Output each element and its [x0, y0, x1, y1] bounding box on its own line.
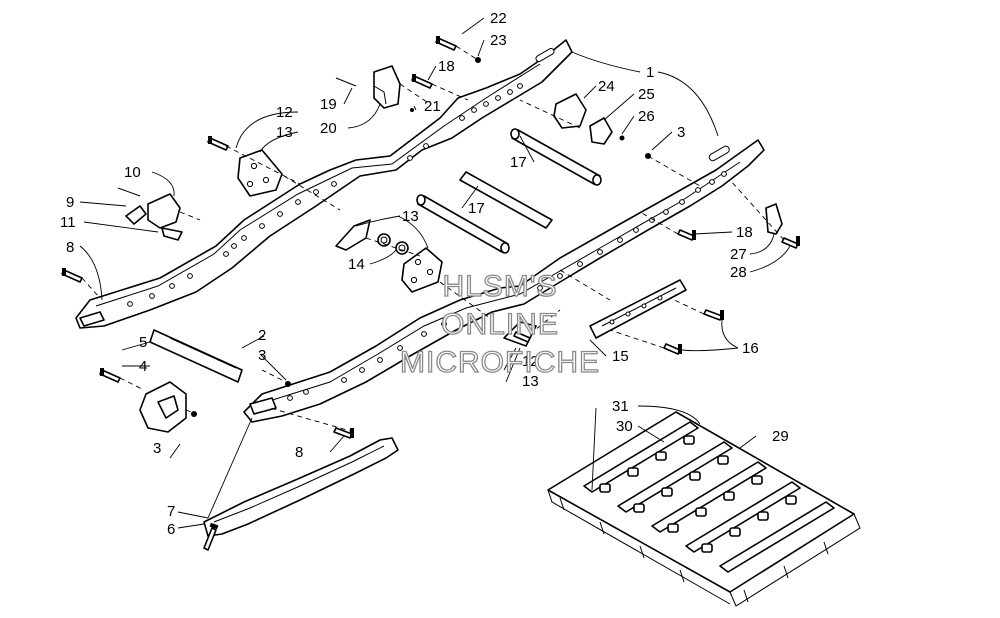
callout-29: 29 — [772, 428, 789, 445]
callout-26: 26 — [638, 108, 655, 125]
callout-28: 28 — [730, 264, 747, 281]
plate-holes — [609, 295, 663, 325]
track-clips — [599, 435, 797, 553]
callout-17-rear: 17 — [510, 154, 527, 171]
callout-19: 19 — [320, 96, 337, 113]
cross-shaft-mid — [459, 171, 553, 229]
cross-shaft-front — [416, 194, 510, 254]
watermark-line-3: MICROFICHE — [400, 346, 600, 379]
callout-labels: 1 2 3 3 3 4 5 6 7 8 8 9 10 11 12 12 13 1… — [60, 10, 789, 538]
callout-13-center: 13 — [402, 208, 419, 225]
callout-16: 16 — [742, 340, 759, 357]
rear-mounting-plate — [589, 279, 687, 339]
upper-bumper-block — [373, 65, 401, 109]
callout-20: 20 — [320, 120, 337, 137]
track-cleats — [583, 421, 835, 573]
callout-8-left: 8 — [66, 239, 74, 256]
callout-2: 2 — [258, 327, 266, 344]
callout-17-front: 17 — [468, 200, 485, 217]
spacer-bushings — [377, 233, 409, 255]
callout-11: 11 — [60, 214, 76, 231]
callout-12-upper: 12 — [276, 104, 293, 121]
end-bracket — [765, 203, 783, 235]
front-bumper-block — [125, 193, 183, 241]
callout-21: 21 — [424, 98, 441, 115]
callout-8-right: 8 — [295, 444, 303, 461]
callout-12-lower: 12 — [522, 353, 539, 370]
callout-6: 6 — [167, 521, 175, 538]
callout-23: 23 — [490, 32, 507, 49]
callout-31: 31 — [612, 398, 629, 415]
callout-9: 9 — [66, 194, 74, 211]
callout-24: 24 — [598, 78, 615, 95]
track-section — [547, 411, 861, 607]
callout-7: 7 — [167, 503, 175, 520]
front-cross-bar — [149, 329, 243, 383]
rail-right-holes — [287, 171, 727, 401]
callout-30: 30 — [616, 418, 633, 435]
callout-3-front-nut: 3 — [258, 347, 266, 364]
rail-right — [243, 139, 765, 423]
callout-18-upper: 18 — [438, 58, 455, 75]
watermark: HLSM'S ONLINE MICROFICHE — [399, 269, 600, 379]
assembly-lines — [81, 45, 785, 433]
front-wheel-bumper — [139, 381, 187, 433]
wear-strip-slide — [203, 437, 399, 537]
callout-27: 27 — [730, 246, 747, 263]
leader-lines — [79, 17, 791, 529]
cross-shaft-rear — [510, 128, 602, 186]
callout-25: 25 — [638, 86, 655, 103]
pivot-bracket-center — [335, 219, 371, 251]
callout-13-lower: 13 — [522, 373, 539, 390]
pivot-bracket-left — [237, 149, 283, 197]
callout-13-upper: 13 — [276, 124, 293, 141]
callout-18-right: 18 — [736, 224, 753, 241]
pivot-bracket-right — [401, 247, 443, 293]
callout-22: 22 — [490, 10, 507, 27]
watermark-line-1: HLSM'S — [442, 270, 557, 303]
callout-1: 1 — [646, 64, 654, 81]
track-teeth — [559, 497, 829, 603]
callout-15: 15 — [612, 348, 629, 365]
rail-left — [75, 39, 573, 329]
callout-4: 4 — [139, 358, 147, 375]
rail-left-holes — [127, 83, 523, 307]
rear-stopper-block — [553, 93, 625, 145]
bolts — [61, 36, 800, 551]
callout-5: 5 — [139, 334, 147, 351]
callout-10: 10 — [124, 164, 141, 181]
callout-14: 14 — [348, 256, 365, 273]
callout-3-bumper-nut: 3 — [153, 440, 161, 457]
watermark-line-2: ONLINE — [441, 308, 559, 341]
callout-3-rear-nut: 3 — [677, 124, 685, 141]
